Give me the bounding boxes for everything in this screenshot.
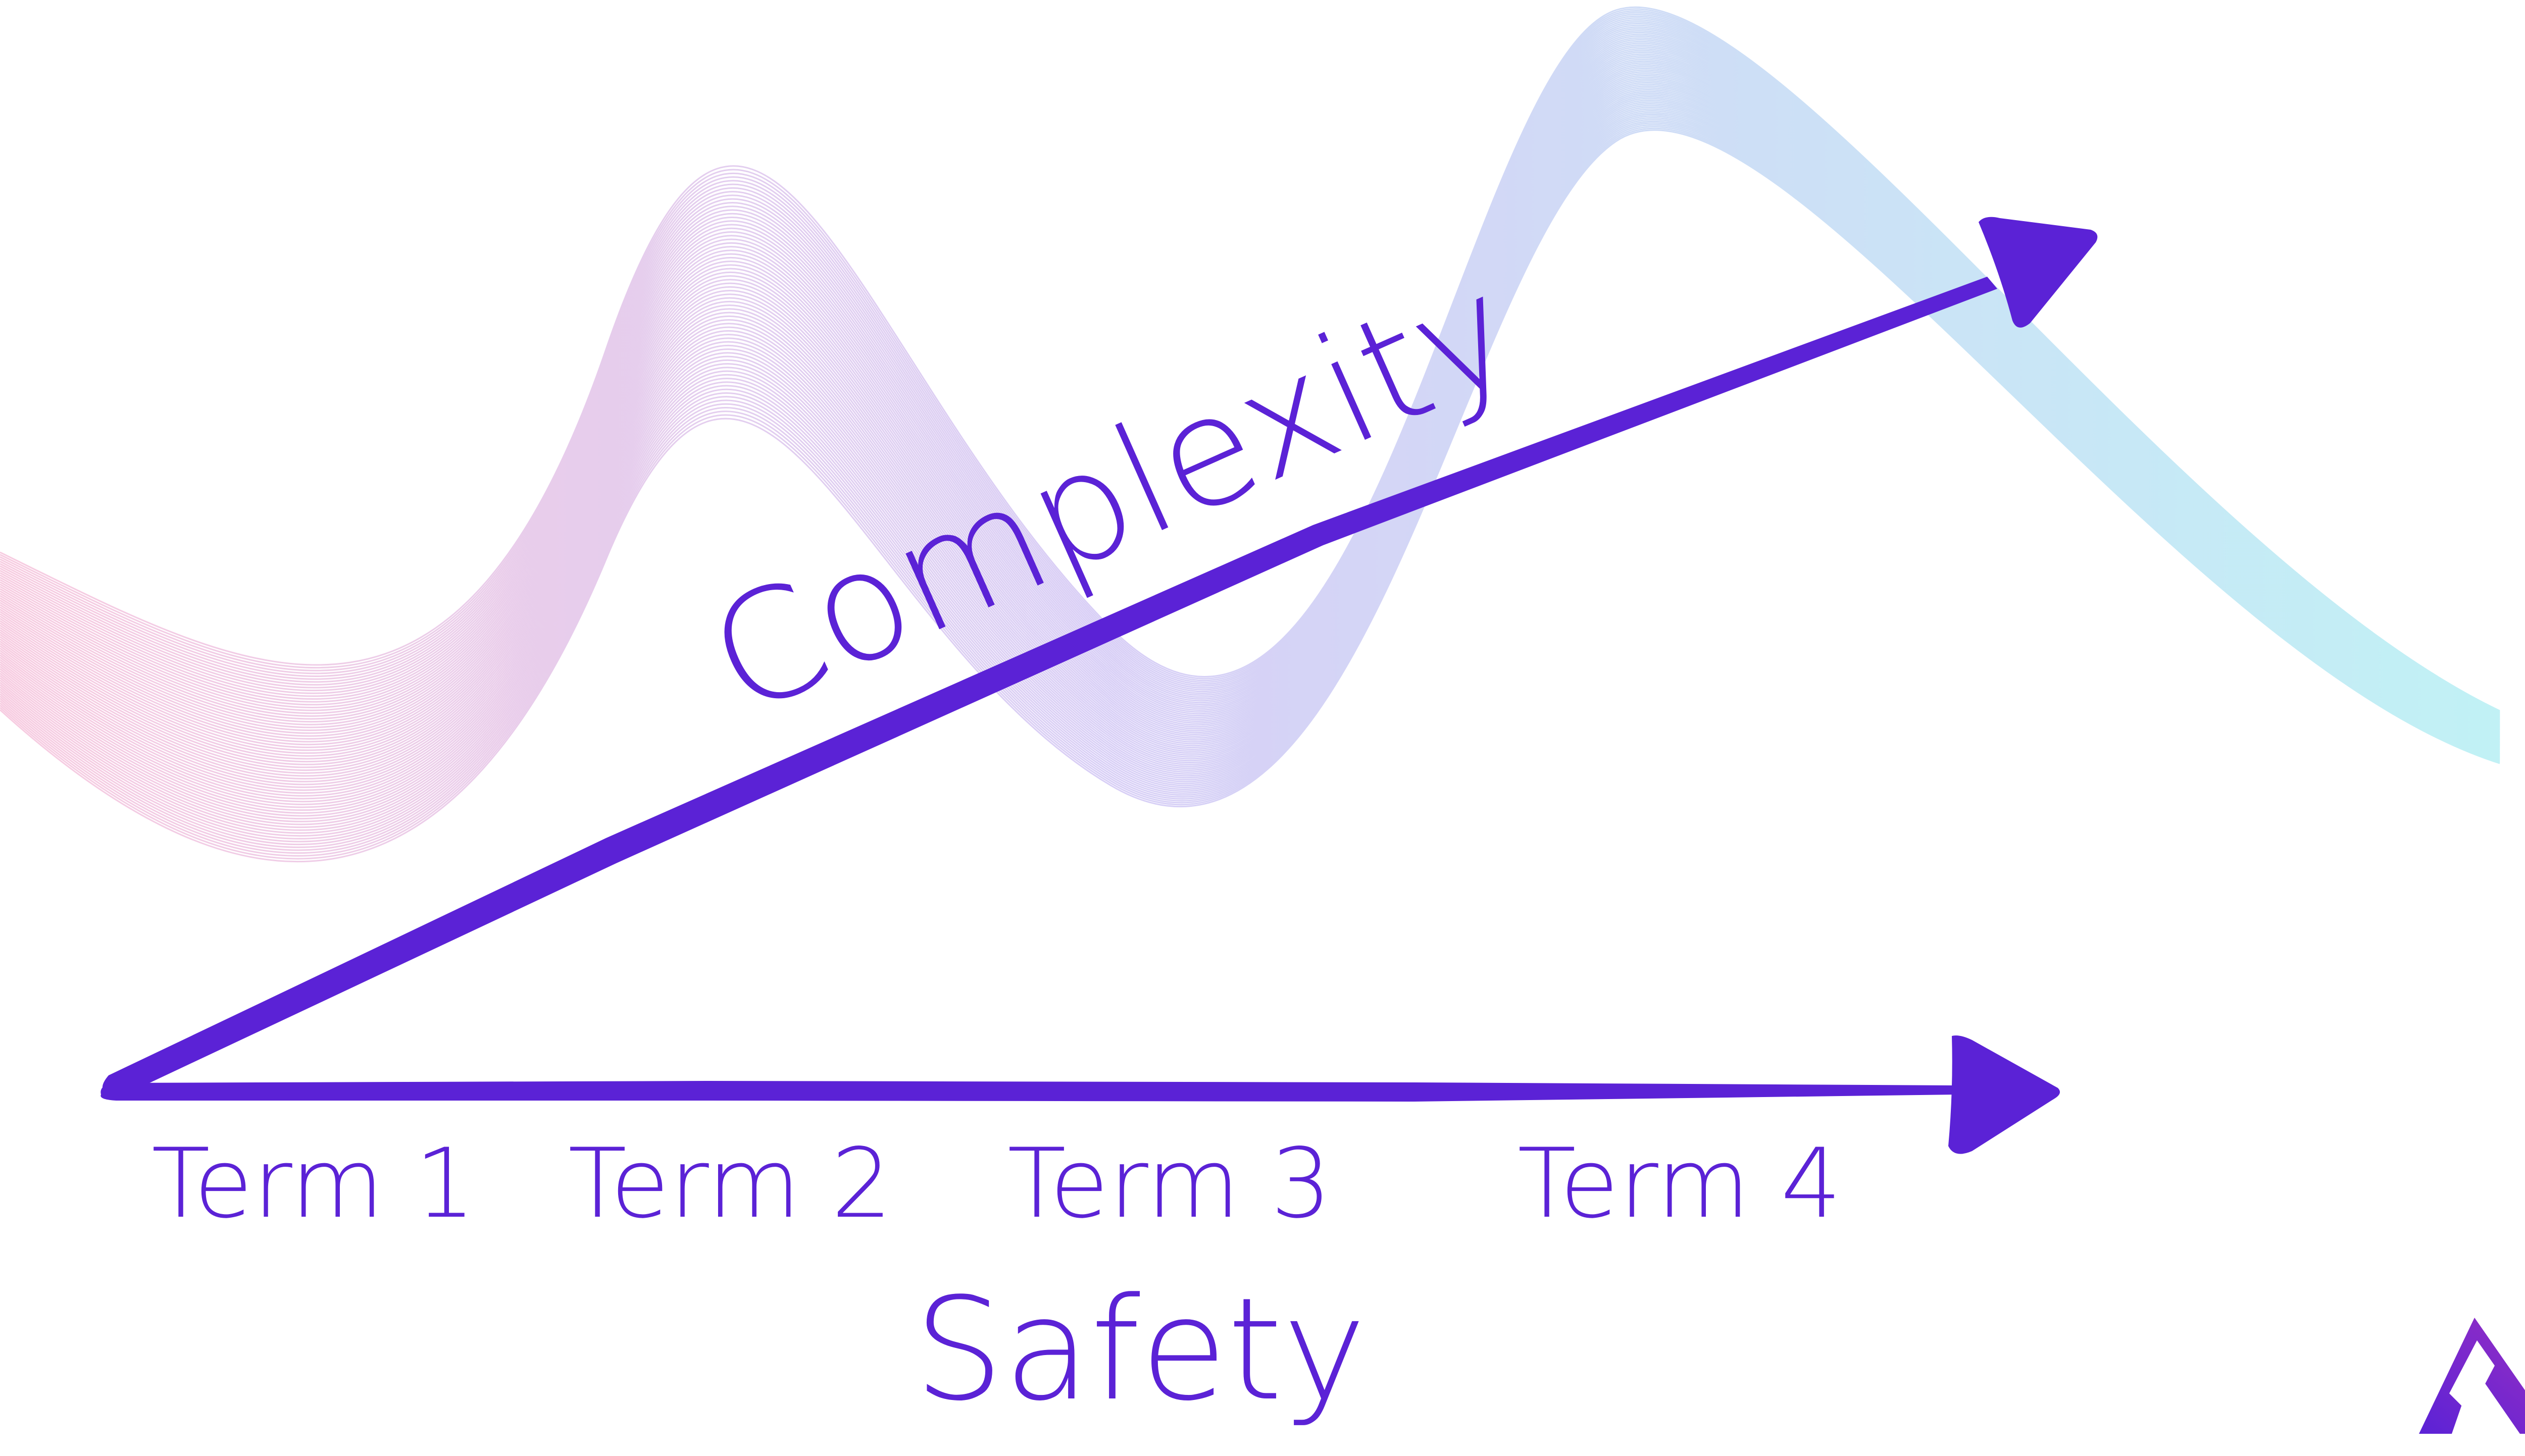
wave-line xyxy=(0,81,2500,786)
wave-line xyxy=(0,51,2500,737)
wave-line xyxy=(0,110,2500,831)
wave-line xyxy=(0,23,2500,718)
wave-line xyxy=(0,55,2500,743)
wave-line xyxy=(0,103,2500,820)
wave-line xyxy=(0,14,2500,715)
wave-line xyxy=(0,127,2500,860)
wave-line xyxy=(0,117,2500,843)
safety-arrow-shaft xyxy=(100,1081,1959,1102)
wave-line xyxy=(0,10,2500,713)
wave-line xyxy=(0,17,2500,716)
wave-line xyxy=(0,119,2500,846)
wave-line xyxy=(0,87,2500,794)
wave-line xyxy=(0,37,2500,724)
wave-line xyxy=(0,24,2500,719)
complexity-arrow-head xyxy=(1979,217,2098,328)
wave-line xyxy=(0,74,2500,774)
wave-line xyxy=(0,28,2500,721)
wave-line xyxy=(0,32,2500,722)
wave-line xyxy=(0,80,2500,783)
wave-line xyxy=(0,124,2500,854)
safety-label: Safety xyxy=(914,1268,1367,1432)
wave-line xyxy=(0,89,2500,797)
wave-line xyxy=(0,108,2500,828)
logo-mark-stroke xyxy=(2449,1340,2495,1414)
term-label-2: Term 2 xyxy=(568,1128,892,1239)
safety-arrow-head xyxy=(1948,1035,2060,1154)
wave-line xyxy=(0,120,2500,848)
wave-line xyxy=(0,122,2500,851)
wave-line xyxy=(0,62,2500,754)
wave-line xyxy=(0,73,2500,771)
wave-line xyxy=(0,114,2500,837)
wave-line xyxy=(0,21,2500,718)
wave-line xyxy=(0,105,2500,822)
wave-line xyxy=(0,8,2500,712)
wave-line xyxy=(0,42,2500,727)
wave-line xyxy=(0,101,2500,817)
wave-line xyxy=(0,15,2500,715)
wave-line xyxy=(0,69,2500,765)
wave-line xyxy=(0,26,2500,720)
complexity-arrow-shaft xyxy=(102,277,1998,1095)
wave-line xyxy=(0,41,2500,726)
wave-line xyxy=(0,83,2500,788)
wave-line xyxy=(0,66,2500,760)
wave-line xyxy=(0,126,2500,857)
wave-line xyxy=(0,115,2500,840)
wave-line xyxy=(0,76,2500,777)
wave-line xyxy=(0,57,2500,746)
wave-line xyxy=(0,6,2500,712)
wave-line xyxy=(0,96,2500,808)
wave-line xyxy=(0,64,2500,757)
wave-line xyxy=(0,112,2500,834)
wave-line xyxy=(0,94,2500,805)
wave-line xyxy=(0,53,2500,740)
term-label-3: Term 3 xyxy=(1007,1128,1332,1239)
wave-line xyxy=(0,97,2500,811)
wave-line xyxy=(0,99,2500,814)
safety-arrow xyxy=(100,1035,2060,1154)
wave-line xyxy=(0,35,2500,724)
wave-line xyxy=(0,39,2500,725)
wave-line xyxy=(0,71,2500,768)
background-wave-lines xyxy=(0,6,2500,863)
complexity-arrow xyxy=(102,217,2098,1095)
wave-line xyxy=(0,107,2500,825)
wave-line xyxy=(0,33,2500,723)
brand-logo-icon xyxy=(2419,1318,2525,1434)
wave-line xyxy=(0,60,2500,751)
wave-line xyxy=(0,46,2500,729)
wave-line xyxy=(0,90,2500,800)
wave-line xyxy=(0,44,2500,728)
wave-line xyxy=(0,78,2500,779)
wave-line xyxy=(0,92,2500,803)
term-label-4: Term 4 xyxy=(1518,1128,1842,1239)
wave-line xyxy=(0,48,2500,732)
wave-line xyxy=(0,67,2500,762)
wave-line xyxy=(0,19,2500,717)
term-label-1: Term 1 xyxy=(152,1128,476,1239)
wave-line xyxy=(0,59,2500,748)
wave-line xyxy=(0,30,2500,721)
logo-mark-main xyxy=(2419,1318,2525,1434)
wave-line xyxy=(0,49,2500,734)
wave-line xyxy=(0,129,2500,863)
wave-line xyxy=(0,12,2500,714)
wave-line xyxy=(0,85,2500,791)
